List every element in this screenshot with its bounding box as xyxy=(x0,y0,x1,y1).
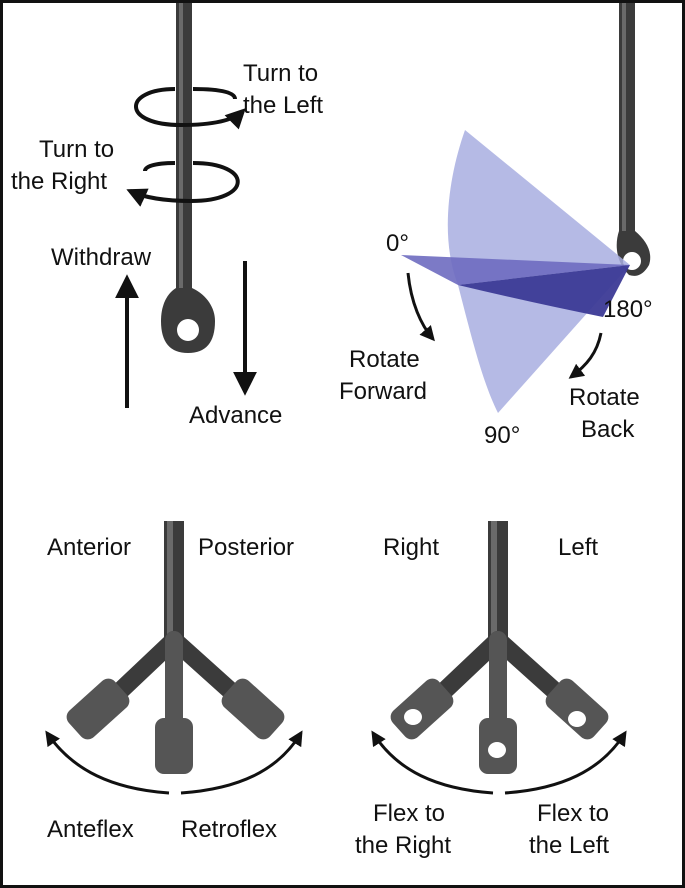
flex-left-label-line2: the Left xyxy=(529,832,610,859)
turn-right-arrow xyxy=(126,161,240,207)
shaft-motion-panel xyxy=(115,3,257,408)
rotate-back-label-line1: Rotate xyxy=(569,384,640,411)
turn-right-label-line1: Turn to xyxy=(39,136,115,163)
angle-0-label: 0° xyxy=(386,230,409,257)
withdraw-label: Withdraw xyxy=(51,244,152,271)
retroflex-label: Retroflex xyxy=(181,816,278,843)
probe-top-right xyxy=(616,3,651,276)
posterior-label: Posterior xyxy=(198,534,295,561)
rotate-back-arrow xyxy=(568,332,603,379)
advance-label: Advance xyxy=(189,402,283,429)
plane-0-degree xyxy=(401,255,630,285)
turn-left-arrow xyxy=(134,87,246,130)
anterior-label: Anterior xyxy=(47,534,132,561)
left-label: Left xyxy=(558,534,599,561)
flex-left-arrow xyxy=(504,730,627,795)
probe-y-right xyxy=(390,521,609,774)
lateral-flex-panel xyxy=(371,521,627,795)
sector-upper xyxy=(447,130,630,285)
rotate-forward-label-line1: Rotate xyxy=(349,346,420,373)
angle-90-label: 90° xyxy=(484,422,521,449)
flex-left-label-line1: Flex to xyxy=(537,800,610,827)
angle-180-label: 180° xyxy=(603,296,653,323)
right-label: Right xyxy=(383,534,440,561)
probe-shaft xyxy=(161,3,215,353)
turn-left-label-line1: Turn to xyxy=(243,60,319,87)
flex-right-label-line1: Flex to xyxy=(373,800,446,827)
retroflex-arrow xyxy=(180,730,303,795)
flex-right-arrow xyxy=(371,730,494,795)
rotate-back-label-line2: Back xyxy=(581,416,635,443)
anteflex-arrow xyxy=(45,730,170,795)
rotate-forward-arrow xyxy=(406,272,435,342)
illustration xyxy=(45,3,651,795)
ante-retro-panel xyxy=(45,521,303,795)
anteflex-label: Anteflex xyxy=(47,816,134,843)
probe-tip-hole xyxy=(177,319,199,341)
probe-y-left xyxy=(66,521,285,774)
turn-right-label-line2: the Right xyxy=(11,168,108,195)
rotate-forward-label-line2: Forward xyxy=(339,378,428,405)
turn-left-label-line2: the Left xyxy=(243,92,324,119)
multiplane-panel xyxy=(401,3,651,413)
flex-right-label-line2: the Right xyxy=(355,832,452,859)
plane-180-degree xyxy=(458,265,630,317)
